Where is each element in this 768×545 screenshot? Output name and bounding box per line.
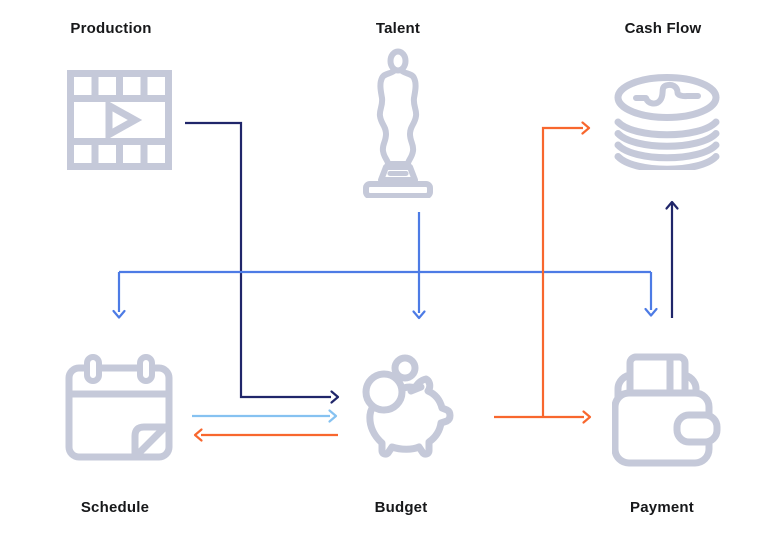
node-label-payment: Payment	[630, 499, 694, 516]
edge-talent-to-payment-arrowhead	[644, 307, 658, 317]
edges-orange	[193, 121, 592, 442]
edge-budget-to-payment-arrowhead	[582, 410, 592, 424]
coin-stack-icon	[614, 74, 720, 170]
edge-production-to-budget-arrowhead	[330, 390, 340, 404]
edges-blue	[112, 212, 658, 320]
edge-talent-to-budget-arrowhead	[412, 310, 426, 320]
edge-budget-to-cashflow-arrowhead	[581, 121, 591, 135]
edge-talent-distribution	[117, 212, 653, 313]
node-label-cash-flow: Cash Flow	[624, 20, 702, 37]
edge-payment-to-cashflow-arrowhead	[665, 200, 679, 210]
award-statue-icon	[363, 48, 433, 198]
edge-schedule-to-budget-arrowhead	[328, 409, 338, 423]
node-label-schedule: Schedule	[80, 499, 150, 516]
film-strip-icon	[67, 70, 172, 170]
edges-navy	[185, 121, 679, 404]
edge-talent-to-schedule-arrowhead	[112, 309, 126, 319]
node-label-talent: Talent	[375, 20, 421, 37]
edge-production-to-budget	[185, 121, 331, 399]
wallet-icon	[612, 353, 721, 467]
calendar-icon	[65, 354, 173, 461]
node-label-production: Production	[70, 20, 152, 37]
piggy-bank-icon	[362, 354, 454, 458]
wallet-clasp	[673, 411, 721, 446]
node-label-budget: Budget	[374, 499, 428, 516]
edge-budget-to-schedule-arrowhead	[193, 428, 203, 442]
edge-budget-to-cashflow	[541, 126, 583, 417]
dollar-sign-squiggle	[633, 81, 701, 107]
edges-light-blue	[192, 409, 338, 423]
